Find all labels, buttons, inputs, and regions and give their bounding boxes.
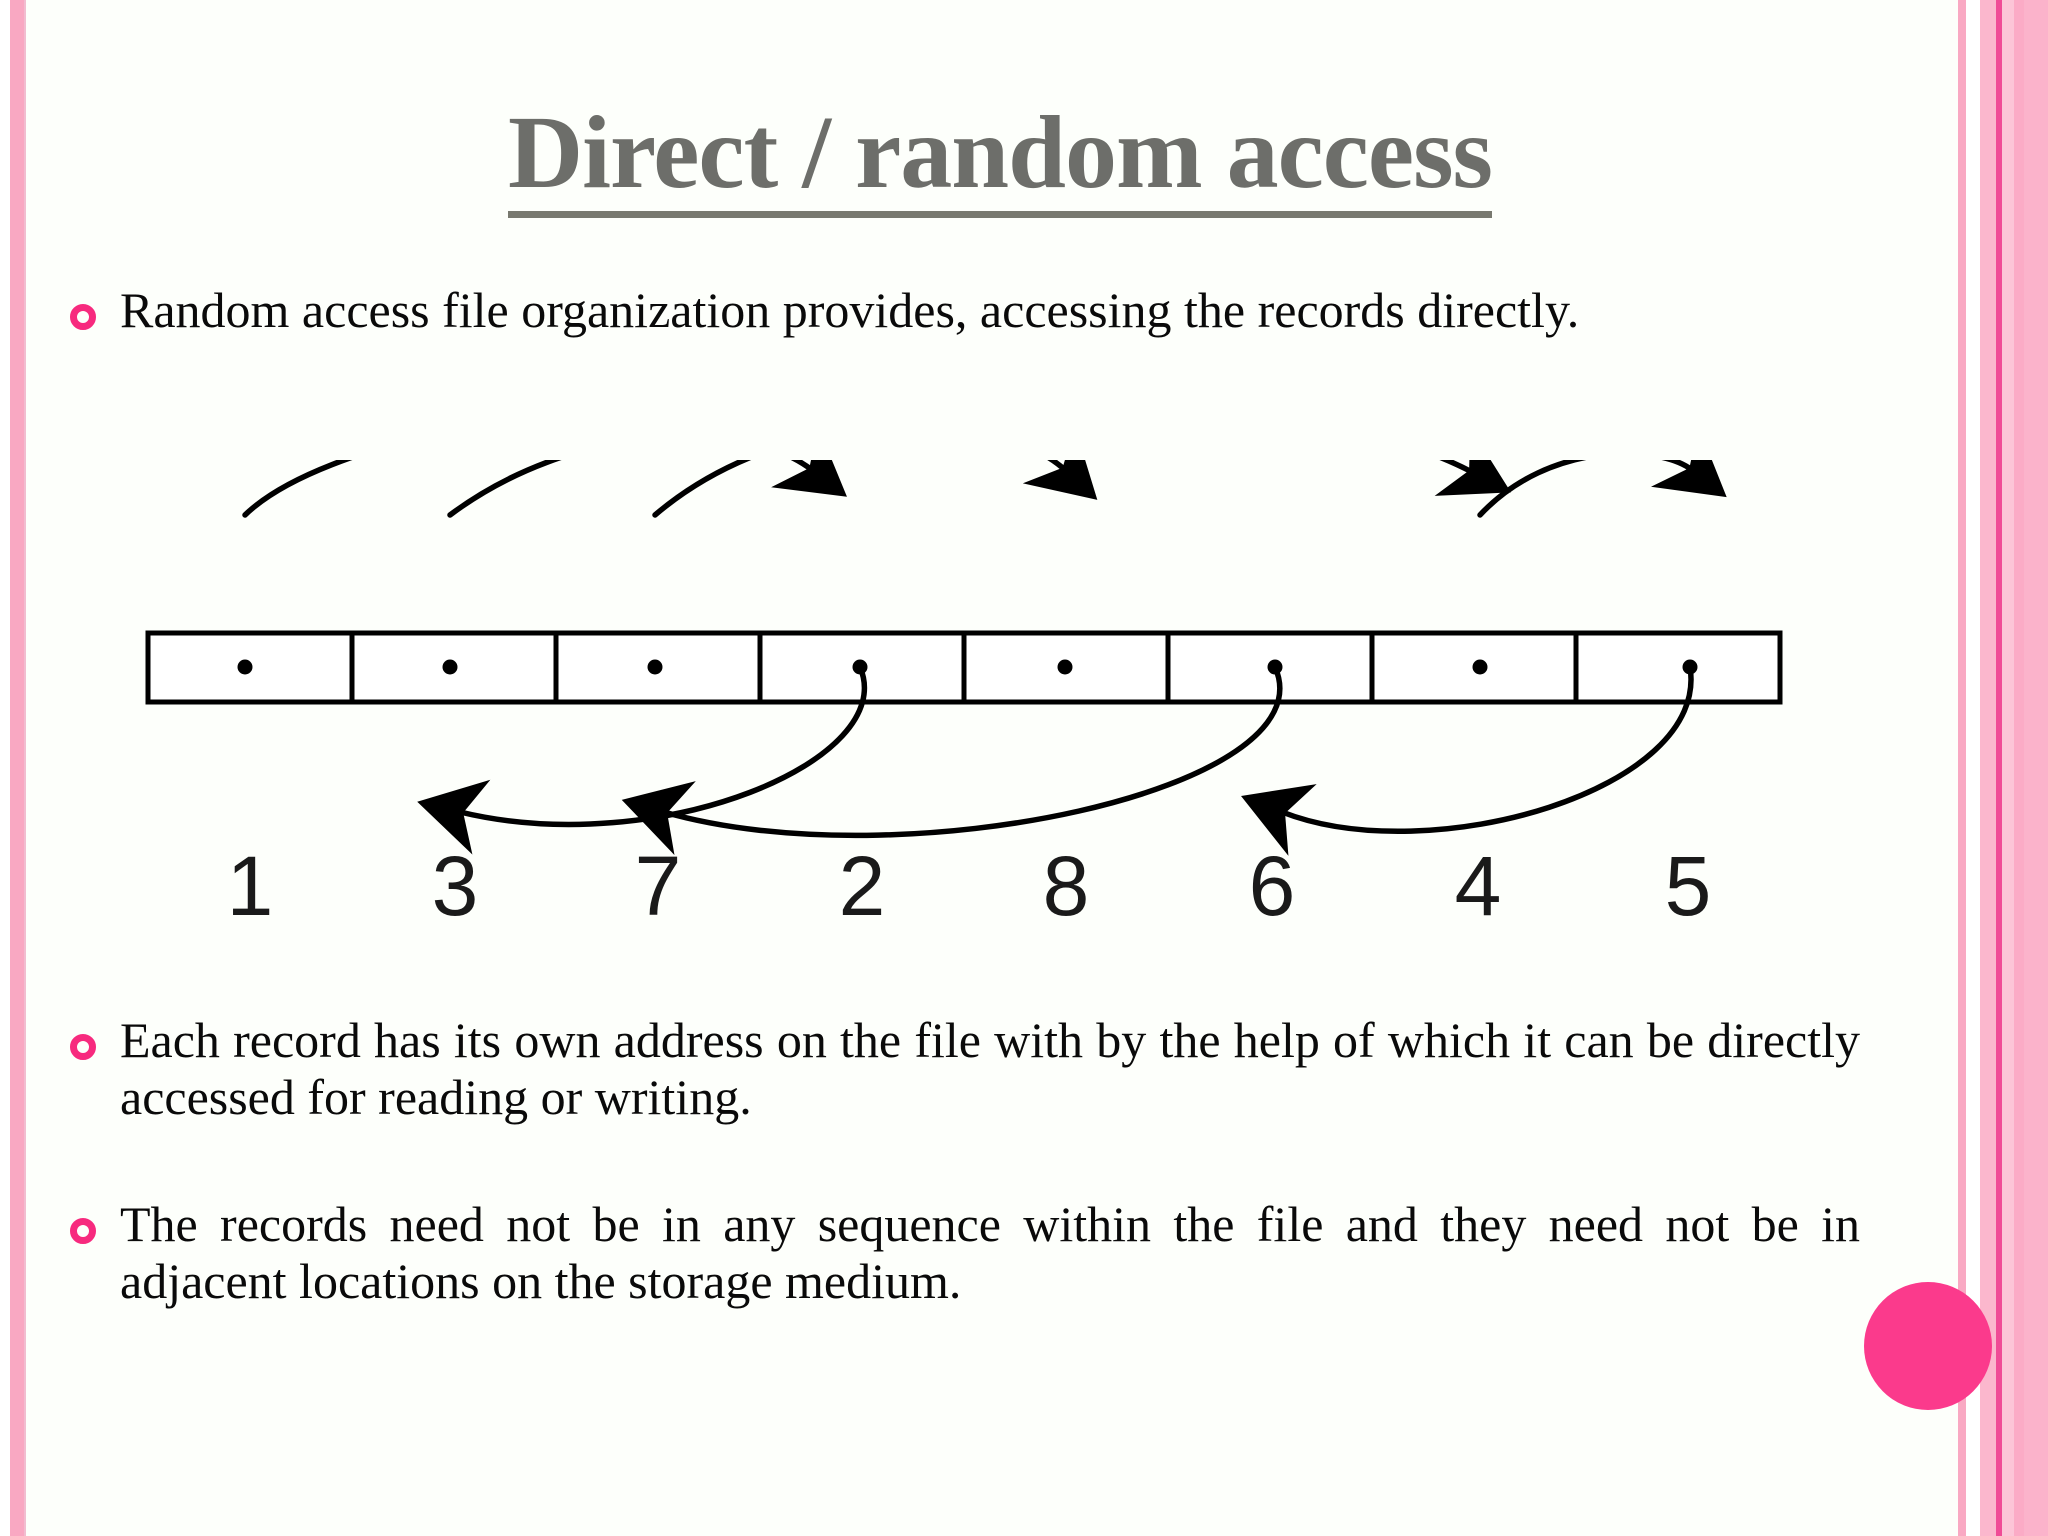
record-dot-3 [647,659,663,675]
record-label-4: 2 [839,839,886,933]
bullet-text-2: Each record has its own address on the f… [120,1012,1860,1125]
record-label-1: 1 [227,839,274,933]
right-stripe-accent [1996,0,2002,1536]
arc-3-to-2 [447,460,847,518]
arc-5-to-6 [1241,664,1694,856]
left-stripe-pale [24,0,26,1536]
bullet-circle-icon [70,1034,96,1060]
random-access-diagram: 1 3 7 2 8 6 4 5 [100,460,1880,960]
record-dot-2 [442,659,458,675]
bullet-text-1: Random access file organization provides… [120,282,1580,338]
record-dot-7 [1472,659,1488,675]
record-label-7: 4 [1455,839,1502,933]
decorative-pink-circle [1864,1282,1992,1410]
record-label-6: 6 [1249,839,1296,933]
bullet-item-3: The records need not be in any sequence … [70,1196,1860,1310]
right-stripe-gap [1966,0,1980,1536]
record-label-5: 8 [1043,839,1090,933]
bullet-item-1: Random access file organization provides… [70,282,1860,339]
right-stripe-4 [2014,0,2024,1536]
diagram-arcs-below [417,664,1694,856]
diagram-svg: 1 3 7 2 8 6 4 5 [145,460,1783,933]
arc-7-to-8 [652,460,1098,518]
record-label-2: 3 [432,839,479,933]
record-label-8: 5 [1665,839,1712,933]
left-stripe-white [0,0,10,1536]
arc-4-to-5 [1477,460,1727,518]
page-title: Direct / random access [507,98,1493,219]
record-dot-1 [237,659,253,675]
left-stripe-pink [10,0,24,1536]
bullet-circle-icon [70,1218,96,1244]
record-table [145,630,1783,705]
right-stripe-5 [2024,0,2048,1536]
title-block: Direct / random access [150,98,1850,219]
right-stripe-2 [1980,0,1996,1536]
record-dot-5 [1057,659,1073,675]
diagram-arcs [242,460,1727,518]
bullet-circle-icon [70,304,96,330]
arc-6-to-7 [621,664,1283,856]
arc-1-to-4 [242,460,1512,518]
record-labels: 1 3 7 2 8 6 4 5 [227,839,1712,933]
right-stripe-3 [2002,0,2014,1536]
bullet-text-3: The records need not be in any sequence … [120,1196,1860,1309]
bullet-item-2: Each record has its own address on the f… [70,1012,1860,1126]
right-stripe-1 [1958,0,1966,1536]
arc-2-to-3 [417,664,868,855]
record-label-3: 7 [635,839,682,933]
